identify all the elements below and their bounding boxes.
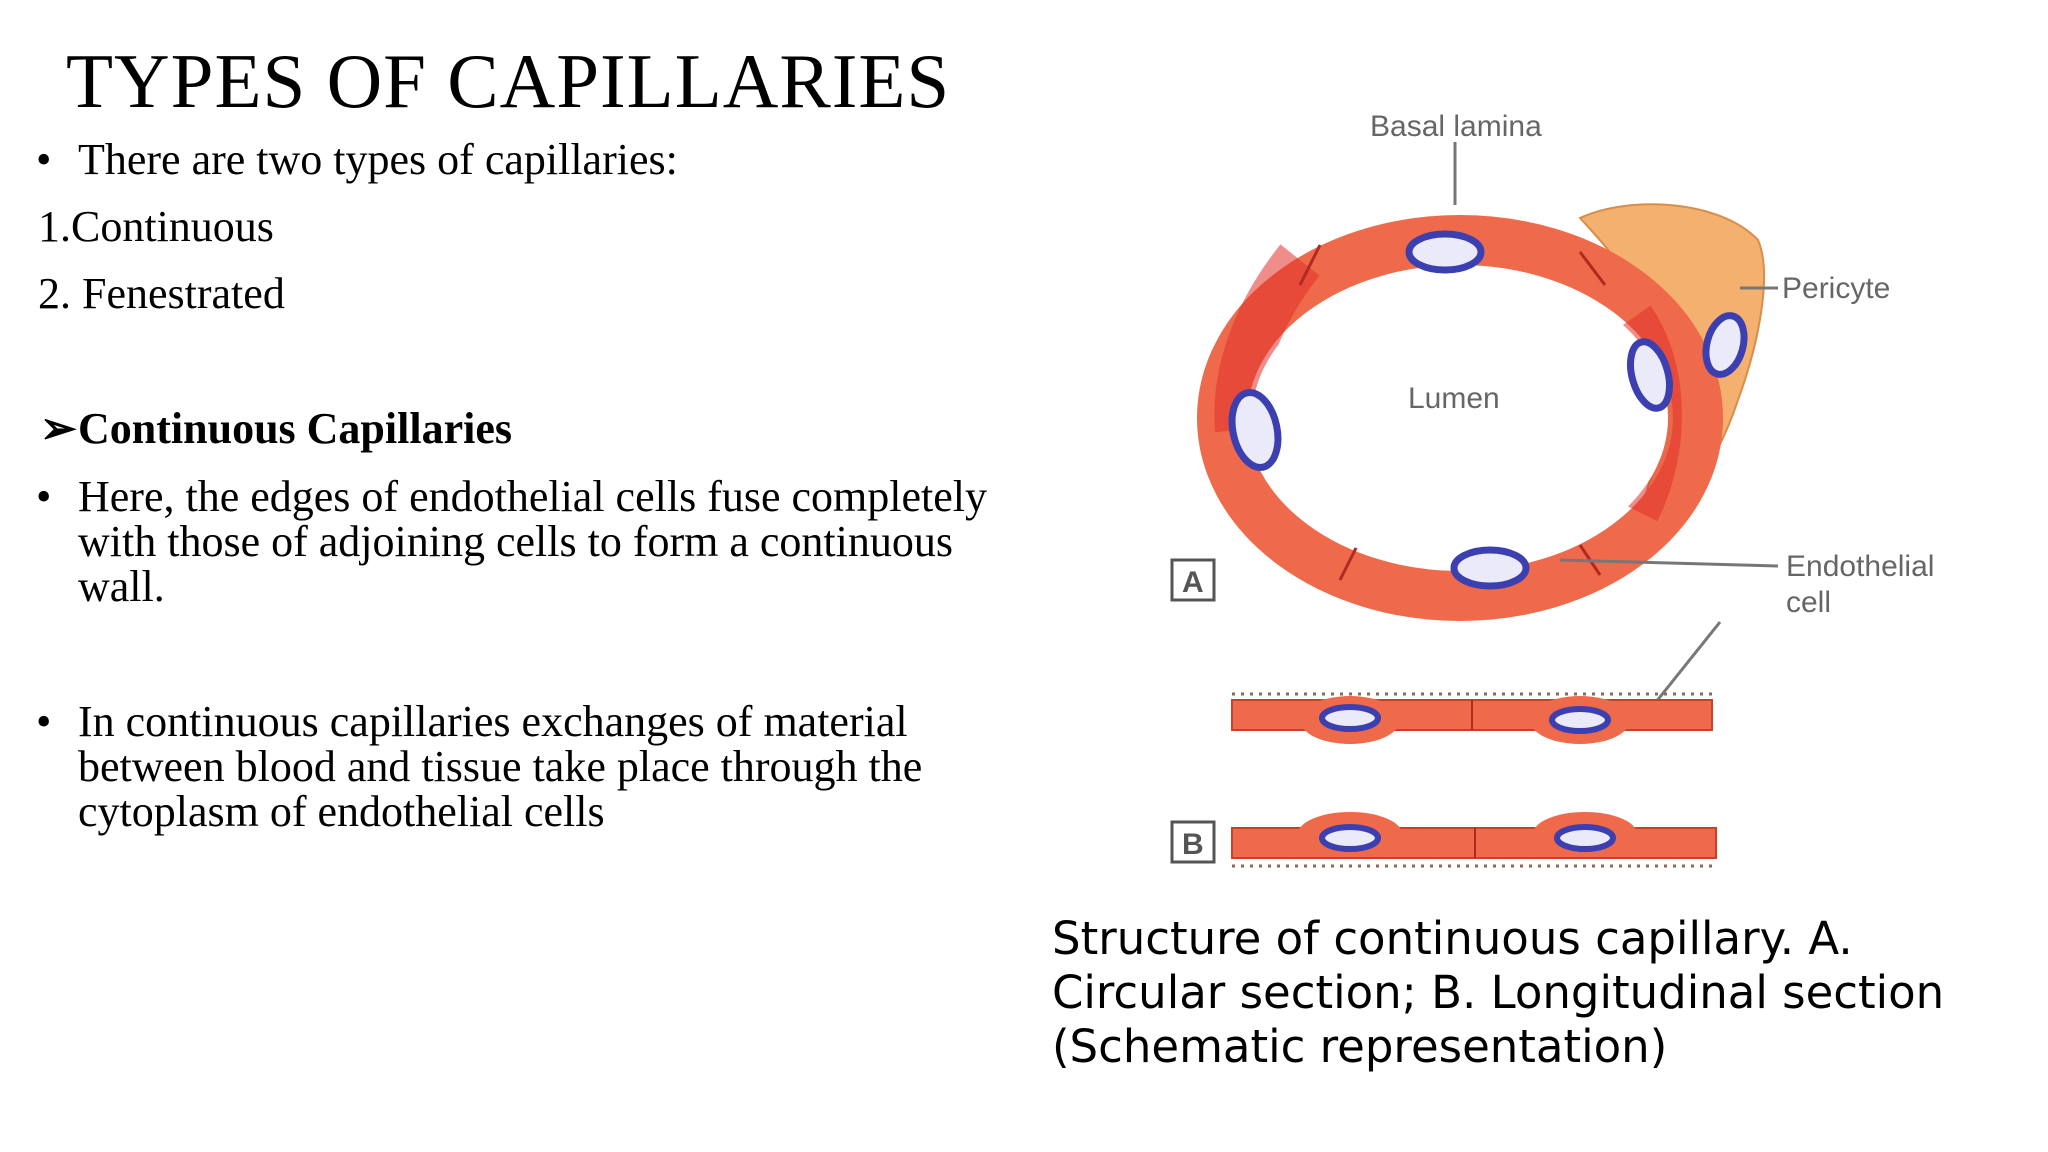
bullet-marker: •	[36, 135, 52, 184]
nucleus	[1405, 230, 1485, 274]
bullet-marker: •	[36, 472, 52, 521]
section-heading: ➢Continuous Capillaries	[40, 404, 512, 454]
nucleus	[1319, 824, 1381, 852]
figure-caption: Structure of continuous capillary. A. Ci…	[1052, 912, 1945, 1073]
panel-b-badge	[1170, 820, 1216, 864]
nucleus	[1554, 824, 1616, 852]
nucleus	[1702, 312, 1748, 378]
bullet-text-exchange: In continuous capillaries exchanges of m…	[78, 697, 923, 836]
endothelial-cell-label-line2: cell	[1786, 586, 1831, 619]
pericyte-label: Pericyte	[1782, 272, 1890, 305]
endothelial-cell-label-line1: Endothelial	[1786, 550, 1934, 583]
panel-b-label: B	[1182, 828, 1204, 861]
arrow-bullet-icon: ➢	[40, 404, 77, 453]
bullet-marker: •	[36, 697, 52, 746]
type-item-continuous: 1.Continuous	[38, 202, 274, 251]
panel-a-label: A	[1182, 566, 1204, 599]
basal-lamina-label: Basal lamina	[1370, 110, 1542, 143]
bullet-text-fused-edges: Here, the edges of endothelial cells fus…	[78, 472, 987, 611]
nucleus	[1319, 704, 1381, 732]
lumen-space	[1252, 268, 1668, 568]
capillary-illustration: Basal lamina Pericyte Lumen Endothelial …	[1170, 110, 1934, 868]
nucleus	[1450, 546, 1530, 590]
nucleus	[1228, 389, 1282, 471]
intro-bullet-text: There are two types of capillaries:	[78, 135, 678, 184]
capillary-diagram: Basal lamina Pericyte Lumen Endothelial …	[1160, 100, 1980, 880]
panel-a-badge	[1170, 558, 1216, 602]
lumen-label: Lumen	[1408, 382, 1500, 415]
nucleus	[1627, 338, 1673, 412]
type-item-fenestrated: 2. Fenestrated	[38, 269, 285, 318]
section-heading-text: Continuous Capillaries	[78, 404, 512, 453]
slide-title: TYPES OF CAPILLARIES	[66, 38, 951, 124]
nucleus	[1549, 706, 1611, 734]
